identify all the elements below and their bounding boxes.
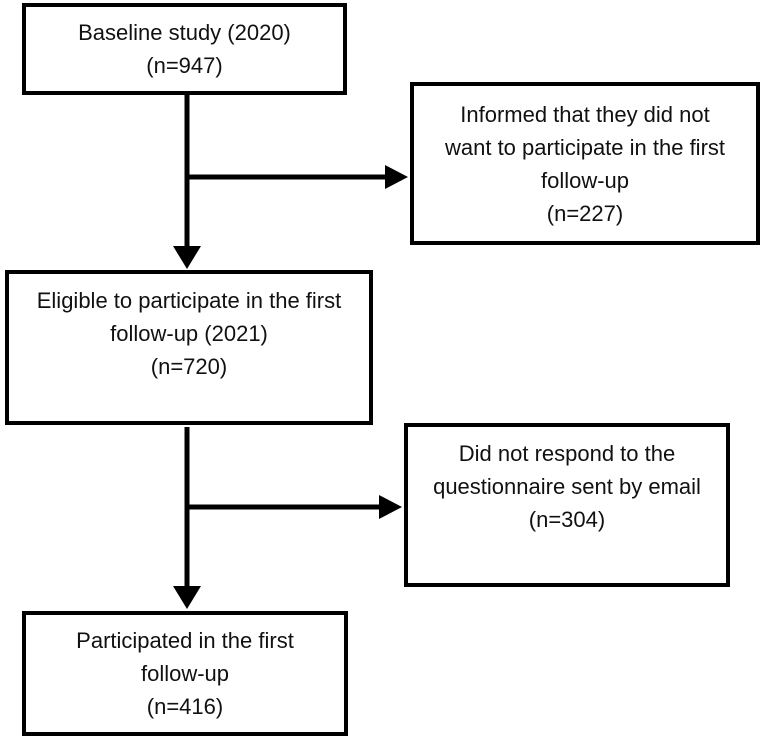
box-declined-followup-text: Informed that they did not want to parti…: [444, 101, 726, 226]
box-baseline-study-text: Baseline study (2020) (n=947): [78, 20, 291, 78]
box-eligible-followup: Eligible to participate in the first fol…: [5, 270, 373, 425]
box-eligible-followup-text: Eligible to participate in the first fol…: [36, 288, 342, 379]
box-no-response: Did not respond to the questionnaire sen…: [404, 423, 730, 587]
box-no-response-text: Did not respond to the questionnaire sen…: [433, 441, 701, 532]
arrow-eligible-to-no-response: [184, 495, 402, 519]
arrow-baseline-to-eligible: [173, 95, 201, 269]
arrow-eligible-to-participated: [173, 427, 201, 609]
box-baseline-study: Baseline study (2020) (n=947): [22, 3, 347, 95]
box-declined-followup: Informed that they did not want to parti…: [410, 82, 760, 245]
arrow-baseline-to-declined: [184, 165, 408, 189]
box-participated-followup-text: Participated in the first follow-up (n=4…: [76, 628, 294, 719]
box-participated-followup: Participated in the first follow-up (n=4…: [22, 611, 348, 736]
